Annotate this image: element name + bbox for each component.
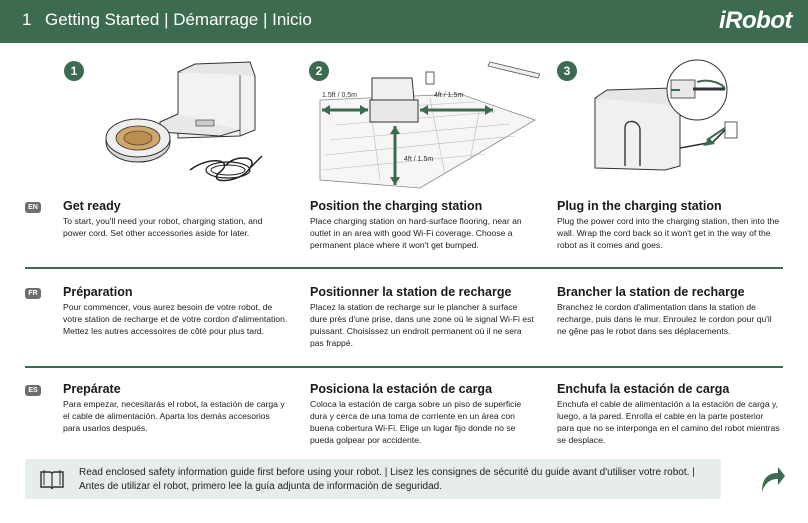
step-badge-2: 2 <box>309 61 329 81</box>
section-heading: Posiciona la estación de carga <box>310 382 493 396</box>
es-step-2: Posiciona la estación de carga Coloca la… <box>310 382 535 446</box>
curved-arrow-icon[interactable] <box>758 462 786 494</box>
step-badge-3: 3 <box>557 61 577 81</box>
brand-logo: iRobot <box>719 7 792 34</box>
section-body: To start, you'll need your robot, chargi… <box>63 216 263 238</box>
section-heading: Get ready <box>63 199 121 213</box>
safety-notice: Read enclosed safety information guide f… <box>25 459 721 499</box>
fr-step-1: Préparation Pour commencer, vous aurez b… <box>63 285 288 337</box>
book-icon <box>40 470 64 490</box>
en-step-1: Get ready To start, you'll need your rob… <box>63 199 288 239</box>
dimension-right-label: 4ft / 1.5m <box>434 92 464 99</box>
plug-in-illustration <box>594 59 738 171</box>
fr-step-2: Positionner la station de recharge Place… <box>310 285 535 349</box>
page-step-number: 1 <box>22 10 32 29</box>
en-step-2: Position the charging station Place char… <box>310 199 535 251</box>
section-heading: Plug in the charging station <box>557 199 722 213</box>
section-body: Placez la station de recharge sur le pla… <box>310 302 534 348</box>
section-heading: Position the charging station <box>310 199 483 213</box>
en-step-3: Plug in the charging station Plug the po… <box>557 199 782 251</box>
section-heading: Préparation <box>63 285 133 299</box>
page-title: Getting Started | Démarrage | Inicio <box>45 10 312 29</box>
section-divider-2 <box>25 366 783 368</box>
language-badge-fr: FR <box>25 288 41 299</box>
section-body: Plug the power cord into the charging st… <box>557 216 780 250</box>
section-body: Place charging station on hard-surface f… <box>310 216 522 250</box>
robot-dock-illustration <box>105 61 263 182</box>
language-badge-es: ES <box>25 385 41 396</box>
placement-illustration <box>319 61 540 189</box>
section-heading: Positionner la station de recharge <box>310 285 512 299</box>
step-badge-1: 1 <box>64 61 84 81</box>
section-body: Branchez le cordon d'alimentation dans l… <box>557 302 772 336</box>
fr-step-3: Brancher la station de recharge Branchez… <box>557 285 782 337</box>
es-step-1: Prepárate Para empezar, necesitarás el r… <box>63 382 288 434</box>
section-body: Pour commencer, vous aurez besoin de vot… <box>63 302 288 336</box>
safety-notice-text: Read enclosed safety information guide f… <box>79 467 695 492</box>
dimension-left-label: 1.5ft / 0.5m <box>322 92 358 99</box>
section-body: Coloca la estación de carga sobre un pis… <box>310 399 522 445</box>
dimension-front-label: 4ft / 1.5m <box>404 156 434 163</box>
es-step-3: Enchufa la estación de carga Enchufa el … <box>557 382 782 446</box>
section-body: Para empezar, necesitarás el robot, la e… <box>63 399 285 433</box>
header-bar: 1 Getting Started | Démarrage | Inicio i… <box>0 0 808 43</box>
section-heading: Prepárate <box>63 382 121 396</box>
language-badge-en: EN <box>25 202 41 213</box>
section-divider-1 <box>25 267 783 269</box>
section-body: Enchufa el cable de alimentación a la es… <box>557 399 780 445</box>
section-heading: Brancher la station de recharge <box>557 285 745 299</box>
section-heading: Enchufa la estación de carga <box>557 382 730 396</box>
